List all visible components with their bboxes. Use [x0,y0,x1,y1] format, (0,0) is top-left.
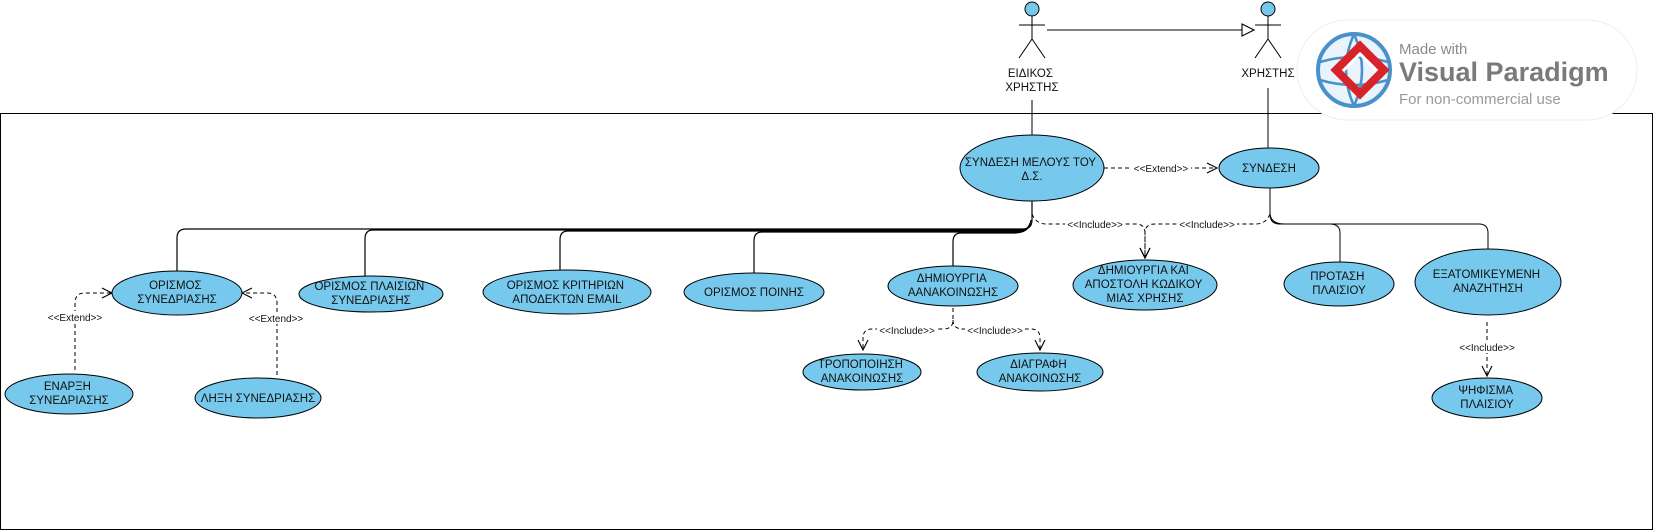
member-login-branches [176,200,1033,277]
svg-text:ΨΗΦΙΣΜΑ ΠΛΑΙΣΙΟΥ: ΨΗΦΙΣΜΑ ΠΛΑΙΣΙΟΥ [1458,385,1515,411]
extend-label-start: <<Extend>> [48,313,103,324]
use-case-set-frameworks[interactable]: ΟΡΙΣΜΟΣ ΠΛΑΙΣΙΩΝ ΣΥΝΕΔΡΙΑΣΗΣ [298,275,444,313]
actor-label-special-user: ΕΙΔΙΚΟΣ ΧΡΗΣΤΗΣ [1005,68,1058,94]
use-case-member-login[interactable]: ΣΥΝΔΕΣΗ ΜΕΛΟΥΣ ΤΟΥ Δ.Σ. [959,134,1105,202]
include-label-code-1: <<Include>> [1067,220,1123,231]
watermark-made-with: Made with [1399,41,1467,58]
use-case-propose-framework[interactable]: ΠΡΟΤΑΣΗ ΠΛΑΙΣΙΟΥ [1283,261,1395,307]
extend-label-login: <<Extend>> [1134,164,1189,175]
actor-head [1024,1,1040,17]
use-case-create-send-code[interactable]: ΔΗΜΙΟΥΡΓΙΑ ΚΑΙ ΑΠΟΣΤΟΛΗ ΚΩΔΙΚΟΥ ΜΙΑΣ ΧΡΗ… [1072,259,1218,311]
include-label-edit: <<Include>> [879,326,935,337]
use-case-login[interactable]: ΣΥΝΔΕΣΗ [1218,147,1320,189]
use-case-end-meeting[interactable]: ΛΗΞΗ ΣΥΝΕΔΡΙΑΣΗΣ [194,377,322,419]
use-case-custom-search[interactable]: ΕΞΑΤΟΜΙΚΕΥΜΕΝΗ ΑΝΑΖΗΤΗΣΗ [1414,248,1562,316]
svg-text:ΟΡΙΣΜΟΣ ΚΡΙΤΗΡΙΩΝ ΑΠΟΔΕΚ: ΟΡΙΣΜΟΣ ΚΡΙΤΗΡΙΩΝ ΑΠΟΔΕΚΤΩΝ EMAIL [507,280,628,306]
svg-text:ΤΡΟΠΟΠΟΙΗΣΗ ΑΝΑΚΟΙΝΩΣΗΣ: ΤΡΟΠΟΠΟΙΗΣΗ ΑΝΑΚΟΙΝΩΣΗΣ [818,359,906,385]
login-branches [1269,188,1489,268]
use-case-start-meeting[interactable]: ΕΝΑΡΞΗ ΣΥΝΕΔΡΙΑΣΗΣ [4,373,134,415]
use-case-set-meeting[interactable]: ΟΡΙΣΜΟΣ ΣΥΝΕΔΡΙΑΣΗΣ [111,270,243,316]
globe-logo-icon [1316,32,1392,108]
svg-text:ΟΡΙΣΜΟΣ ΠΟΙΝΗΣ: ΟΡΙΣΜΟΣ ΠΟΙΝΗΣ [704,287,804,299]
svg-text:ΟΡΙΣΜΟΣ ΣΥΝΕΔΡΙΑΣΗΣ: ΟΡΙΣΜΟΣ ΣΥΝΕΔΡΙΑΣΗΣ [137,280,217,306]
actor-user[interactable]: ΧΡΗΣΤΗΣ [1241,1,1295,80]
actor-head [1260,1,1276,17]
svg-text:ΔΗΜΙΟΥΡΓΙΑ ΑΑΝΑΚΟΙΝΩΣΗΣ: ΔΗΜΙΟΥΡΓΙΑ ΑΑΝΑΚΟΙΝΩΣΗΣ [908,273,998,299]
include-label-code-2: <<Include>> [1179,220,1235,231]
relation-labels: <<Extend>> <<Include>> <<Include>> <<Ext… [45,162,1517,354]
extend-label-end: <<Extend>> [249,314,304,325]
use-case-create-announcement[interactable]: ΔΗΜΙΟΥΡΓΙΑ ΑΑΝΑΚΟΙΝΩΣΗΣ [887,265,1019,307]
svg-text:ΟΡΙΣΜΟΣ ΠΛΑΙΣΙΩΝ ΣΥΝΕΔΡΙ: ΟΡΙΣΜΟΣ ΠΛΑΙΣΙΩΝ ΣΥΝΕΔΡΙΑΣΗΣ [314,281,427,307]
include-label-vote: <<Include>> [1459,343,1515,354]
use-case-set-penalty[interactable]: ΟΡΙΣΜΟΣ ΠΟΙΝΗΣ [683,272,825,312]
dashed-relations [74,168,1487,376]
svg-text:ΔΙΑΓΡΑΦΗ ΑΝΑΚΟΙΝΩΣΗΣ: ΔΙΑΓΡΑΦΗ ΑΝΑΚΟΙΝΩΣΗΣ [999,359,1082,385]
svg-text:ΕΞΑΤΟΜΙΚΕΥΜΕΝΗ ΑΝΑΖΗΤΗΣΗ: ΕΞΑΤΟΜΙΚΕΥΜΕΝΗ ΑΝΑΖΗΤΗΣΗ [1433,269,1544,295]
watermark-brand: Visual Paradigm [1399,57,1609,87]
actor-label-user: ΧΡΗΣΤΗΣ [1241,68,1294,80]
svg-text:ΠΡΟΤΑΣΗ ΠΛΑΙΣΙΟΥ: ΠΡΟΤΑΣΗ ΠΛΑΙΣΙΟΥ [1310,271,1367,297]
svg-text:ΛΗΞΗ ΣΥΝΕΔΡΙΑΣΗΣ: ΛΗΞΗ ΣΥΝΕΔΡΙΑΣΗΣ [201,393,315,405]
use-case-delete-announcement[interactable]: ΔΙΑΓΡΑΦΗ ΑΝΑΚΟΙΝΩΣΗΣ [976,352,1104,392]
watermark-sub: For non-commercial use [1399,91,1561,108]
visual-paradigm-watermark: Made with Visual Paradigm For non-commer… [1296,19,1638,121]
use-case-set-email-criteria[interactable]: ΟΡΙΣΜΟΣ ΚΡΙΤΗΡΙΩΝ ΑΠΟΔΕΚΤΩΝ EMAIL [482,269,652,315]
actor-special-user[interactable]: ΕΙΔΙΚΟΣ ΧΡΗΣΤΗΣ [1005,1,1059,94]
svg-text:ΣΥΝΔΕΣΗ: ΣΥΝΔΕΣΗ [1242,163,1296,175]
include-label-delete: <<Include>> [967,326,1023,337]
use-case-vote-framework[interactable]: ΨΗΦΙΣΜΑ ΠΛΑΙΣΙΟΥ [1431,377,1543,419]
svg-text:ΔΗΜΙΟΥΡΓΙΑ ΚΑΙ ΑΠΟΣΤΟΛΗ: ΔΗΜΙΟΥΡΓΙΑ ΚΑΙ ΑΠΟΣΤΟΛΗ ΚΩΔΙΚΟΥ ΜΙΑΣ ΧΡΗ… [1085,265,1205,305]
svg-text:ΣΥΝΔΕΣΗ ΜΕΛΟΥΣ ΤΟΥ Δ.Σ.: ΣΥΝΔΕΣΗ ΜΕΛΟΥΣ ΤΟΥ Δ.Σ. [965,157,1099,183]
use-case-edit-announcement[interactable]: ΤΡΟΠΟΠΟΙΗΣΗ ΑΝΑΚΟΙΝΩΣΗΣ [802,353,922,391]
svg-text:ΕΝΑΡΞΗ ΣΥΝΕΔΡΙΑΣΗΣ: ΕΝΑΡΞΗ ΣΥΝΕΔΡΙΑΣΗΣ [29,381,109,407]
